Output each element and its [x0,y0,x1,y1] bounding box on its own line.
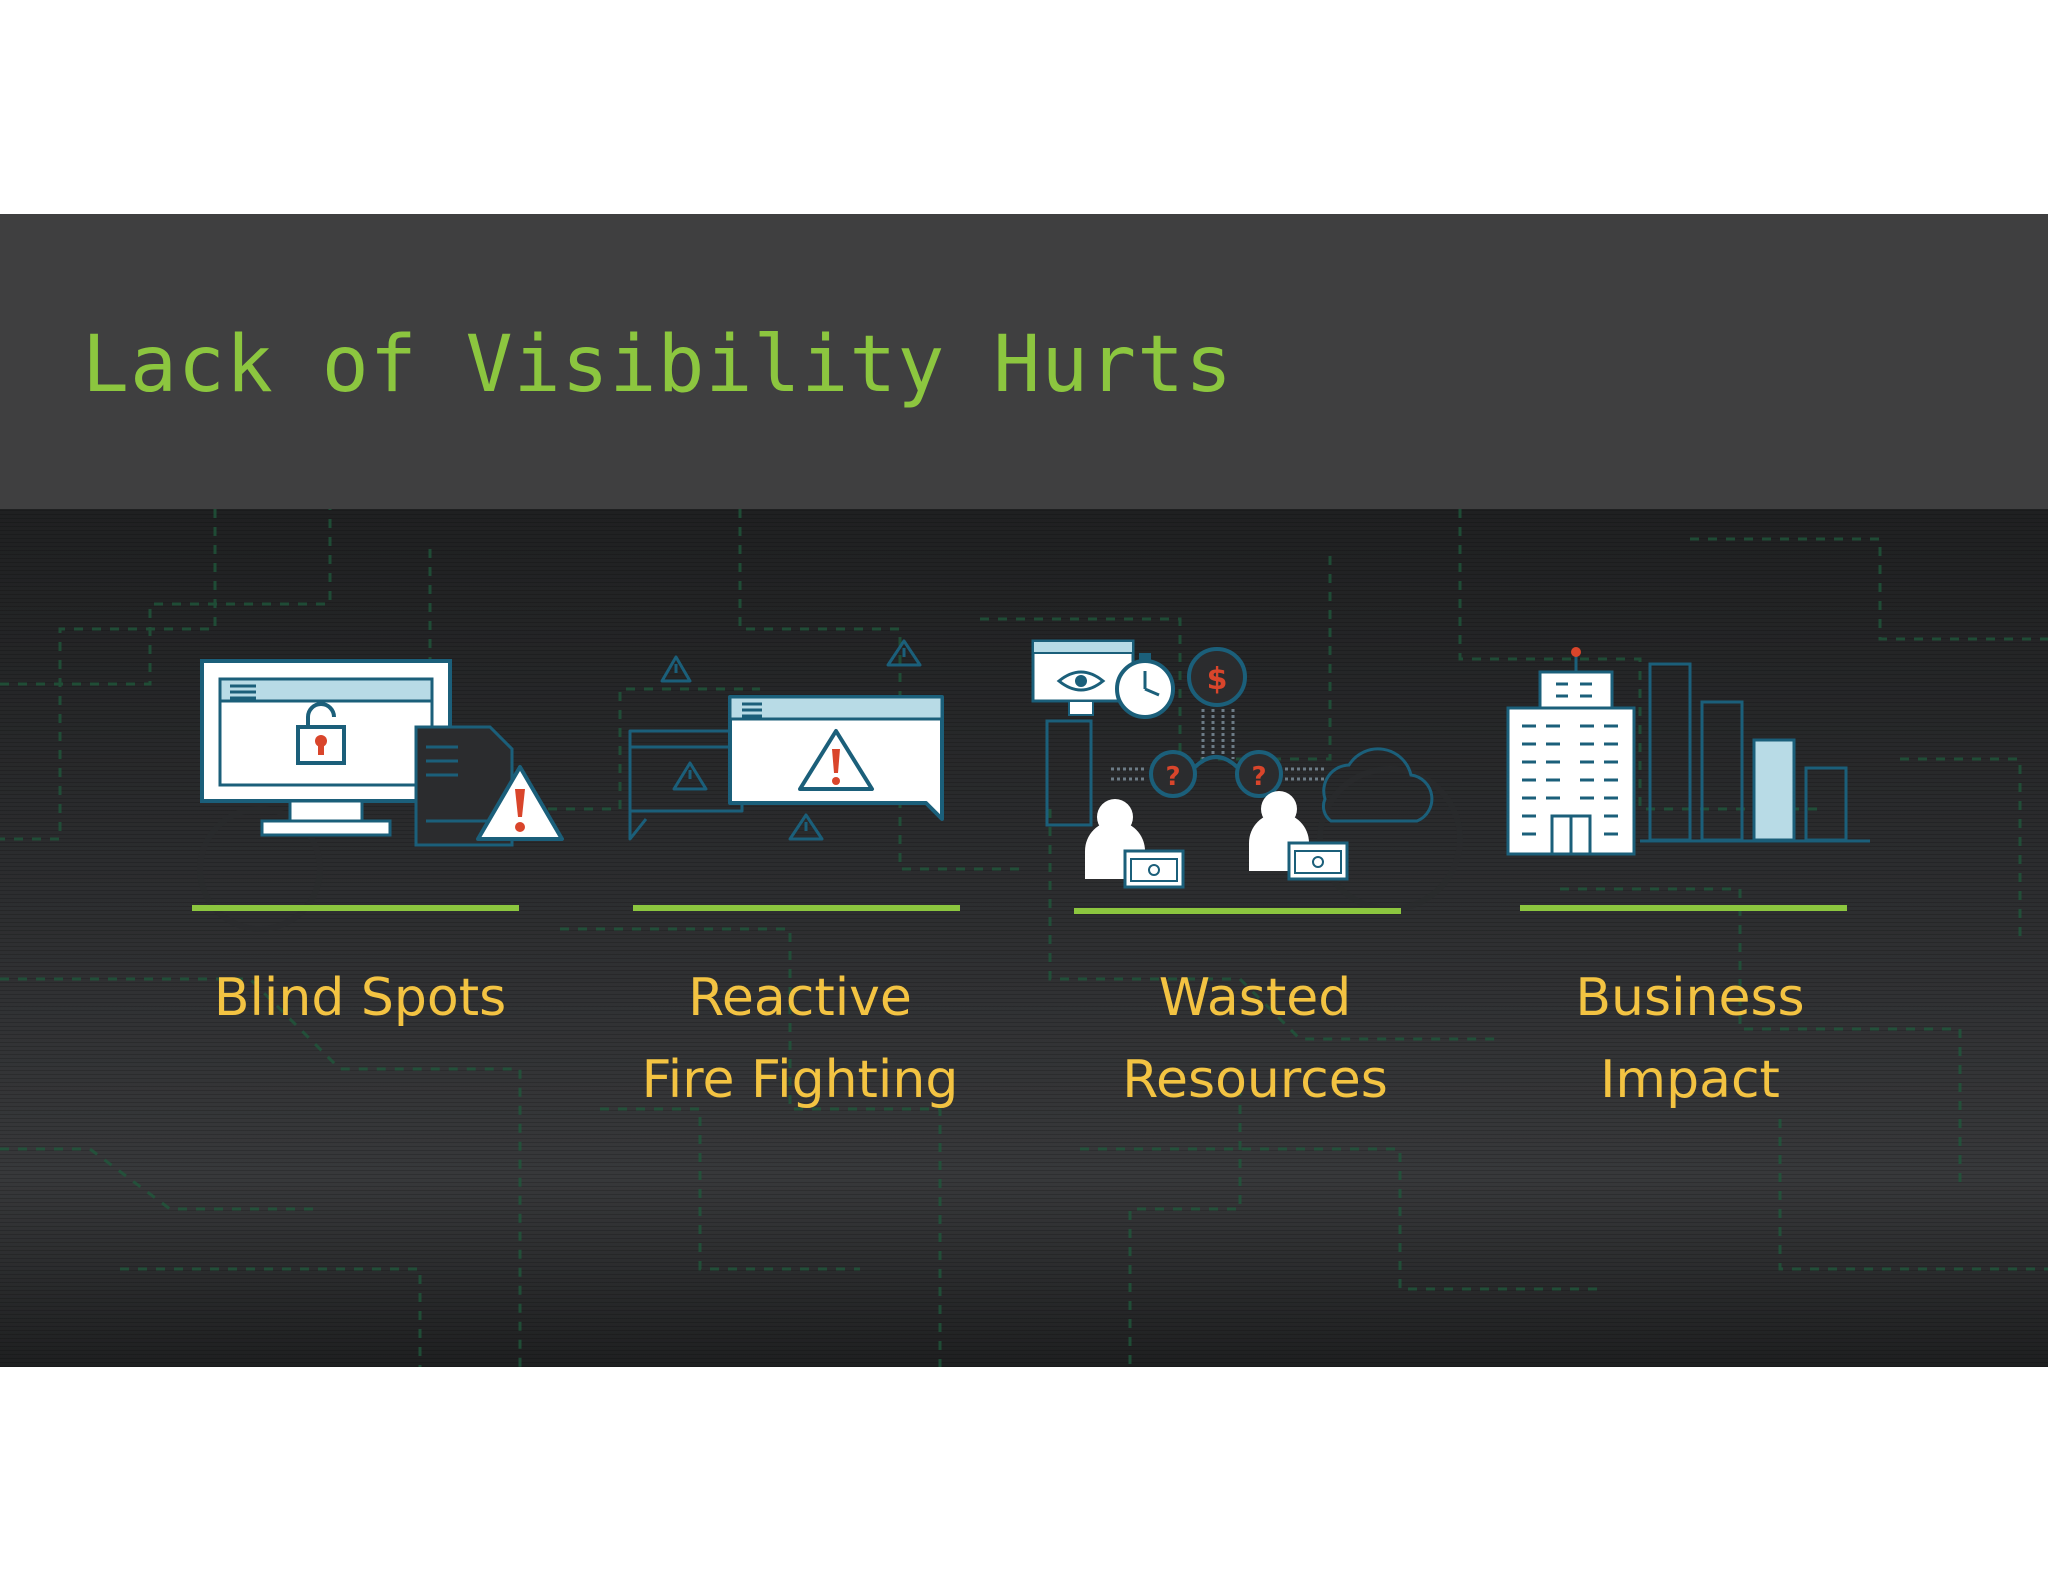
label-line-1: Reactive [688,968,912,1028]
label-line-1: Wasted [1158,968,1352,1028]
label-line-2: Impact [1600,1050,1780,1110]
label-wasted-resources: Wasted Resources [1080,957,1430,1121]
title-band: Lack of Visibility Hurts [0,214,2048,509]
label-line-2: Fire Fighting [641,1050,959,1110]
svg-text:$: $ [1207,662,1228,697]
slide-title: Lack of Visibility Hurts [82,320,1234,410]
label-reactive-fire-fighting: Reactive Fire Fighting [620,957,980,1121]
label-business-impact: Business Impact [1520,957,1860,1121]
slide: Lack of Visibility Hurts [0,214,2048,1367]
warning-windows-icon [628,639,944,841]
svg-text:?: ? [1251,762,1266,792]
computer-unlocked-warning-icon [200,659,564,847]
circuit-background [0,509,2048,1367]
people-money-time-icon: $ ? ? [1031,639,1434,889]
divider-line [1520,905,1847,911]
content-panel: $ ? ? [0,509,2048,1367]
svg-text:?: ? [1165,762,1180,792]
building-bar-chart-icon [1506,647,1870,856]
label-line-2: Resources [1122,1050,1388,1110]
divider-line [192,905,519,911]
divider-line [1074,908,1401,914]
divider-line [633,905,960,911]
label-line-1: Blind Spots [213,968,507,1028]
label-blind-spots: Blind Spots [210,957,510,1039]
label-line-1: Business [1575,968,1805,1028]
